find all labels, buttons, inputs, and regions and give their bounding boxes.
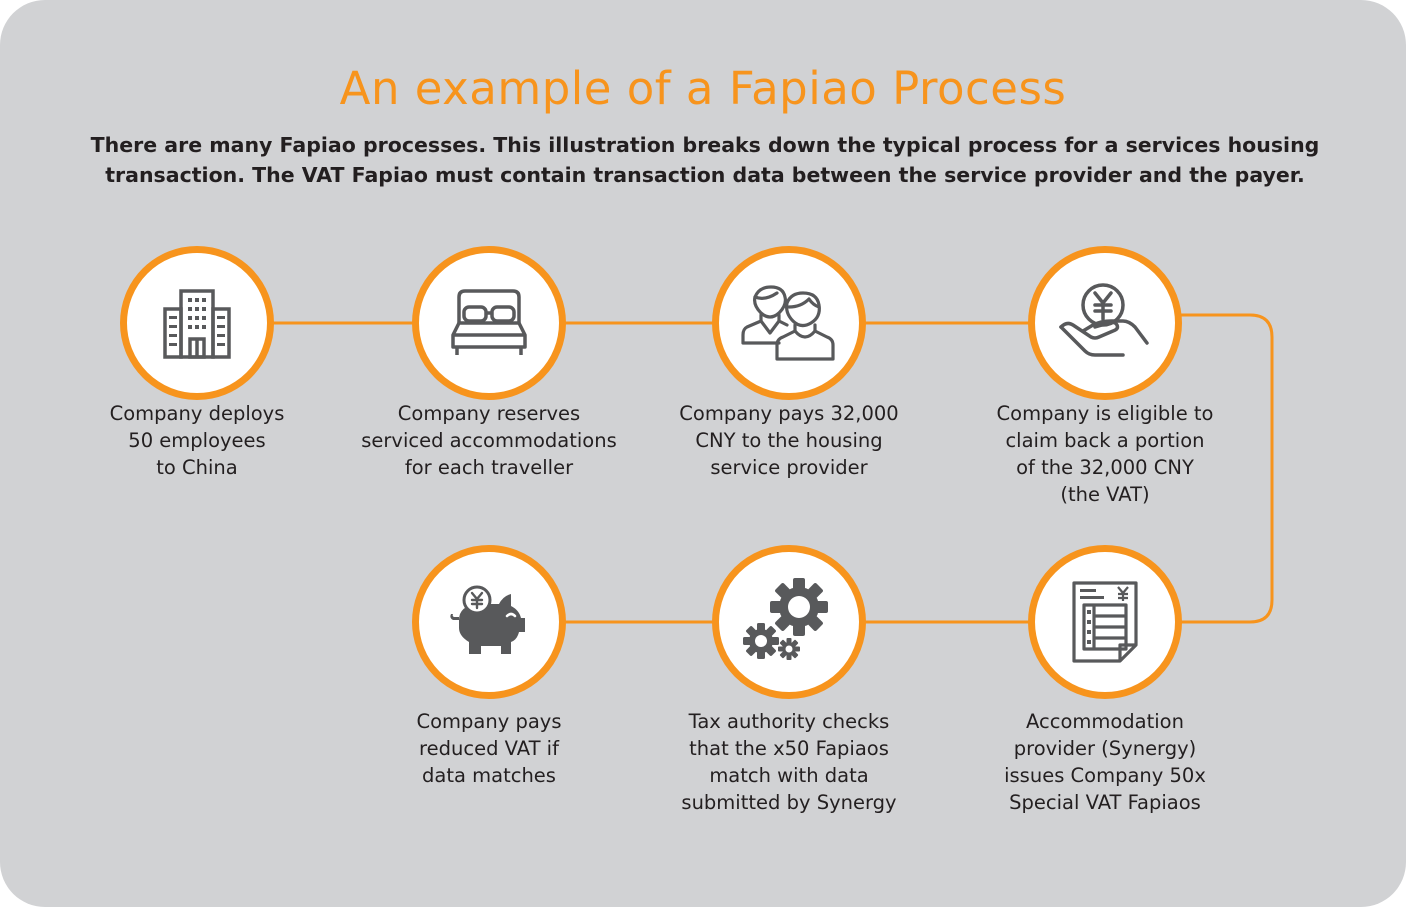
people-icon [741, 285, 835, 361]
page-subtitle: There are many Fapiao processes. This il… [90, 133, 1320, 187]
step-6-label: Tax authority checks that the x50 Fapiao… [681, 710, 897, 814]
connector-4-5 [1178, 313, 1274, 624]
step-5-node [1028, 545, 1182, 699]
step-3-node [712, 246, 866, 400]
step-2-node [412, 246, 566, 400]
step-4-node [1028, 246, 1182, 400]
office-building-icon [163, 289, 231, 359]
step-1-label: Company deploys 50 employees to China [109, 402, 285, 479]
gears-icon [743, 578, 828, 660]
step-4-label: Company is eligible to claim back a port… [996, 402, 1214, 506]
step-7-node [412, 545, 566, 699]
step-7-label: Company pays reduced VAT if data matches [416, 710, 562, 787]
step-1-node [120, 246, 274, 400]
bed-icon [451, 289, 527, 355]
page-title: An example of a Fapiao Process [339, 62, 1067, 115]
step-6-node [712, 545, 866, 699]
step-2-label: Company reserves serviced accommodations… [361, 402, 617, 479]
fapiao-invoice-icon [1072, 581, 1138, 663]
step-3-label: Company pays 32,000 CNY to the housing s… [679, 402, 899, 479]
hand-yuan-coin-icon [1059, 283, 1149, 357]
piggy-bank-yuan-icon [450, 585, 525, 654]
step-5-label: Accommodation provider (Synergy) issues … [1004, 710, 1206, 814]
